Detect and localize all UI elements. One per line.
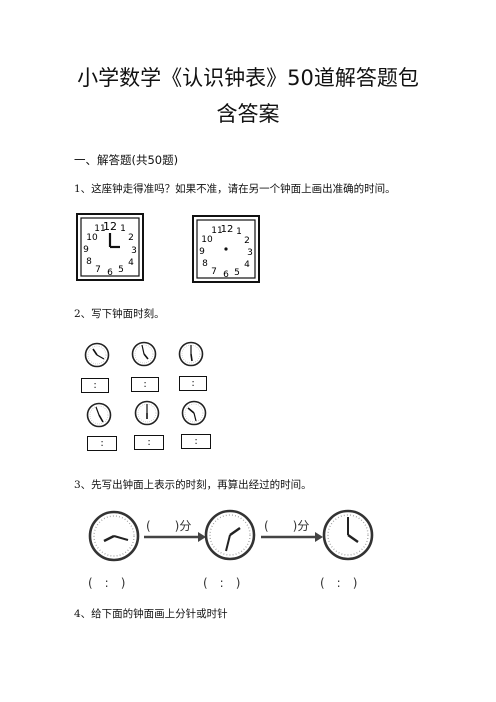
- document-title: 小学数学《认识钟表》50道解答题包: [77, 66, 419, 90]
- arrow-icon: [261, 532, 323, 542]
- time-answer-box[interactable]: :: [134, 435, 164, 450]
- clock-number: 8: [202, 259, 208, 269]
- clock-number: 6: [107, 268, 113, 278]
- small-clock-face: [178, 341, 204, 367]
- clock-number: 10: [86, 233, 98, 243]
- clock-number: 12: [103, 220, 117, 233]
- question-3-text: 3、先写出钟面上表示的时刻，再算出经过的时间。: [74, 479, 312, 491]
- large-clock-face: [88, 510, 140, 562]
- arrow-icon: [144, 532, 206, 542]
- large-clock-face: [322, 509, 374, 561]
- small-clock-face: [86, 402, 112, 428]
- clock-number: 2: [128, 233, 134, 243]
- clock-number: 4: [244, 260, 250, 270]
- clock-number: 6: [223, 270, 229, 280]
- clock-number: 11: [211, 226, 222, 236]
- time-answer-box[interactable]: :: [131, 377, 159, 392]
- question-1-text: 1、这座钟走得准吗？如果不准，请在另一个钟面上画出准确的时间。: [74, 183, 396, 195]
- question-2-text: 2、写下钟面时刻。: [74, 308, 165, 320]
- clock-number: 7: [211, 267, 217, 277]
- clock-number: 8: [86, 257, 92, 267]
- time-answer-box[interactable]: :: [179, 376, 207, 391]
- small-clock-face: [84, 342, 110, 368]
- square-clock-with-hands: 12 11 1 2 3 4 5 6 7 8 9 10: [76, 213, 144, 281]
- question-4-text: 4、给下面的钟面画上分针或时针: [74, 608, 228, 620]
- time-answer-box[interactable]: :: [81, 378, 109, 393]
- time-answer-blank[interactable]: ( : ): [320, 576, 358, 590]
- section-heading: 一、解答题(共50题): [74, 153, 179, 167]
- time-answer-box[interactable]: :: [181, 434, 211, 449]
- small-clock-face: [131, 341, 157, 367]
- small-clock-face: [181, 400, 207, 426]
- clock-number: 5: [118, 265, 124, 275]
- time-answer-blank[interactable]: ( : ): [203, 576, 241, 590]
- clock-number: 1: [120, 224, 126, 234]
- minutes-label: ( )分: [146, 519, 192, 533]
- clock-number: 3: [247, 248, 253, 258]
- clock-number: 11: [94, 224, 105, 234]
- clock-number: 2: [244, 236, 250, 246]
- document-title-continued: 含答案: [216, 102, 280, 126]
- clock-number: 10: [201, 235, 213, 245]
- clock-number: 9: [199, 247, 205, 257]
- clock-number: 7: [95, 265, 101, 275]
- clock-number: 4: [128, 258, 134, 268]
- minutes-label: ( )分: [264, 519, 310, 533]
- large-clock-face: [204, 509, 256, 561]
- blank-square-clock[interactable]: 12 11 1 2 3 4 5 6 7 8 9 10: [192, 215, 260, 283]
- time-answer-blank[interactable]: ( : ): [88, 576, 126, 590]
- clock-number: 1: [236, 227, 242, 237]
- time-answer-box[interactable]: :: [87, 436, 117, 451]
- clock-number: 12: [221, 224, 234, 235]
- small-clock-face: [134, 400, 160, 426]
- clock-number: 5: [234, 268, 240, 278]
- clock-number: 3: [131, 246, 137, 256]
- clock-number: 9: [83, 245, 89, 255]
